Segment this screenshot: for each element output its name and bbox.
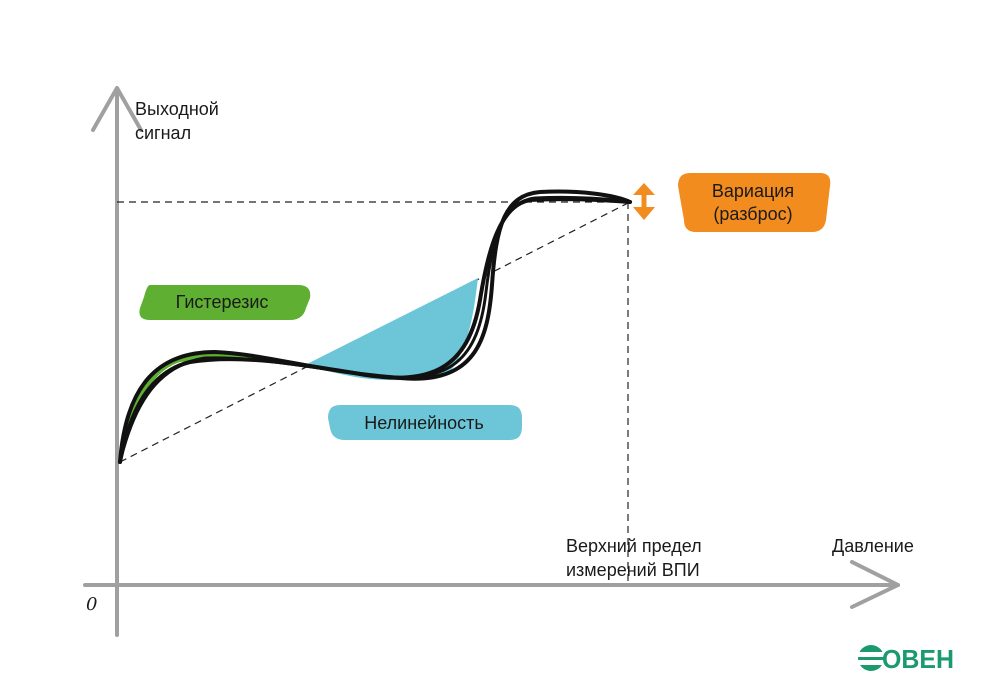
upper-limit-label-line2: измерений ВПИ [566, 560, 700, 580]
characteristic-curves [118, 189, 632, 464]
nonlinearity-label: Нелинейность [364, 413, 484, 433]
hysteresis-label: Гистерезис [176, 292, 269, 312]
middle-curve [118, 195, 632, 464]
logo-text: ОВЕН [882, 644, 954, 674]
variation-arrow [633, 183, 655, 220]
upper-limit-label-line1: Верхний предел [566, 536, 702, 556]
hysteresis-area [120, 352, 305, 462]
oven-logo: ОВЕН [858, 644, 954, 674]
upper-curve [118, 189, 632, 464]
variation-tag: Вариация (разброс) [678, 173, 831, 232]
y-axis-arrowhead [91, 86, 143, 132]
y-axis-label-line1: Выходной [135, 99, 219, 119]
nonlinearity-tag: Нелинейность [328, 405, 522, 440]
x-axis-label: Давление [832, 536, 914, 556]
logo-emblem [858, 645, 884, 671]
reference-lines [117, 201, 631, 585]
hysteresis-tag: Гистерезис [139, 285, 311, 320]
origin-label: 0 [86, 594, 97, 615]
x-axis-arrowhead [850, 560, 900, 609]
variation-label-line2: (разброс) [713, 204, 792, 224]
nonlinearity-area [305, 278, 478, 381]
variation-label-line1: Вариация [712, 181, 794, 201]
axes [83, 86, 900, 637]
y-axis-label-line2: сигнал [135, 123, 191, 143]
